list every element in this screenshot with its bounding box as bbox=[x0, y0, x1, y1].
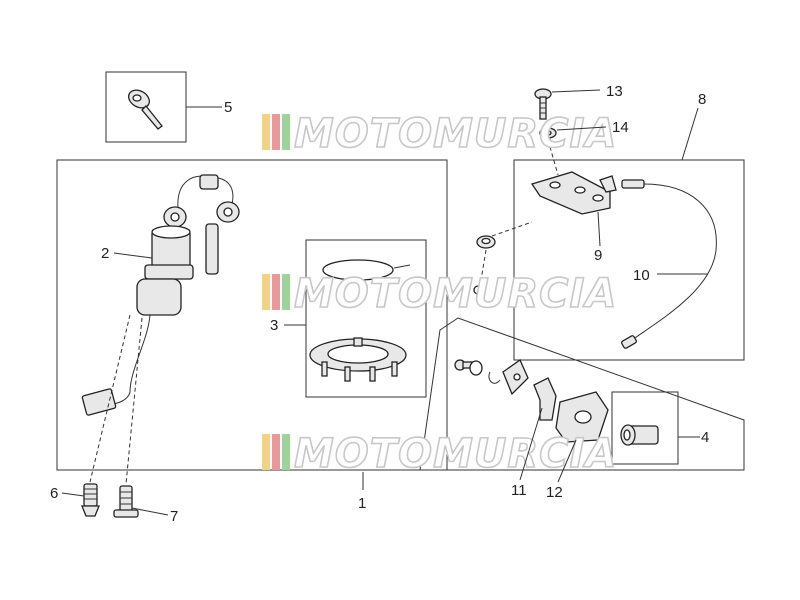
bolt-7-part bbox=[113, 485, 139, 518]
lock-cylinder-4-part bbox=[611, 391, 679, 465]
callout-7: 7 bbox=[170, 508, 178, 525]
callout-12: 12 bbox=[546, 484, 563, 501]
leader-11 bbox=[519, 407, 543, 481]
leader-14 bbox=[556, 126, 607, 131]
leader-7 bbox=[131, 507, 169, 516]
fuel-cap-lock-frame bbox=[305, 239, 427, 398]
leader-8 bbox=[681, 107, 699, 161]
cable-10-part bbox=[621, 179, 717, 349]
callout-11: 11 bbox=[511, 482, 527, 499]
saddle-lock-small-parts bbox=[454, 359, 529, 396]
saddle-lock-frame bbox=[419, 317, 745, 471]
callout-9: 9 bbox=[594, 247, 602, 264]
watermark-text: MOTOMURCIA bbox=[294, 431, 617, 477]
callout-10: 10 bbox=[633, 267, 650, 284]
callout-14: 14 bbox=[612, 119, 629, 136]
callout-8: 8 bbox=[698, 91, 706, 108]
callout-6: 6 bbox=[50, 485, 58, 502]
watermark-logo-2: MOTOMURCIA bbox=[262, 270, 617, 318]
key-part bbox=[128, 89, 163, 130]
ignition-lock-frame bbox=[56, 159, 448, 471]
watermark-text: MOTOMURCIA bbox=[294, 111, 617, 157]
leader-12 bbox=[557, 439, 577, 483]
callout-13: 13 bbox=[606, 83, 623, 100]
fuel-cap-lock-part bbox=[309, 259, 483, 382]
lever-11-part bbox=[533, 377, 557, 421]
watermark: MOTOMURCIA MOTOMURCIA MOTOMURCIA bbox=[262, 110, 617, 478]
nut-part bbox=[476, 235, 496, 249]
callout-5: 5 bbox=[224, 99, 232, 116]
screw-13-part bbox=[534, 88, 552, 120]
leader-6 bbox=[61, 492, 85, 497]
seat-lock-frame bbox=[513, 159, 745, 361]
screw-6-part bbox=[81, 483, 100, 517]
watermark-logo-3: MOTOMURCIA bbox=[262, 430, 617, 478]
watermark-text: MOTOMURCIA bbox=[294, 271, 617, 317]
callout-2: 2 bbox=[101, 245, 109, 262]
leader-9 bbox=[597, 211, 601, 247]
callout-4: 4 bbox=[701, 429, 709, 446]
washer-14-part bbox=[539, 127, 557, 139]
watermark-logo-1: MOTOMURCIA bbox=[262, 110, 617, 158]
callout-1: 1 bbox=[358, 495, 366, 512]
leader-2 bbox=[113, 252, 153, 259]
plate-12-part bbox=[555, 391, 609, 443]
seat-lock-bracket-part bbox=[530, 171, 617, 215]
callout-3: 3 bbox=[270, 317, 278, 334]
leader-13 bbox=[551, 89, 601, 93]
ignition-switch-part bbox=[81, 174, 240, 485]
